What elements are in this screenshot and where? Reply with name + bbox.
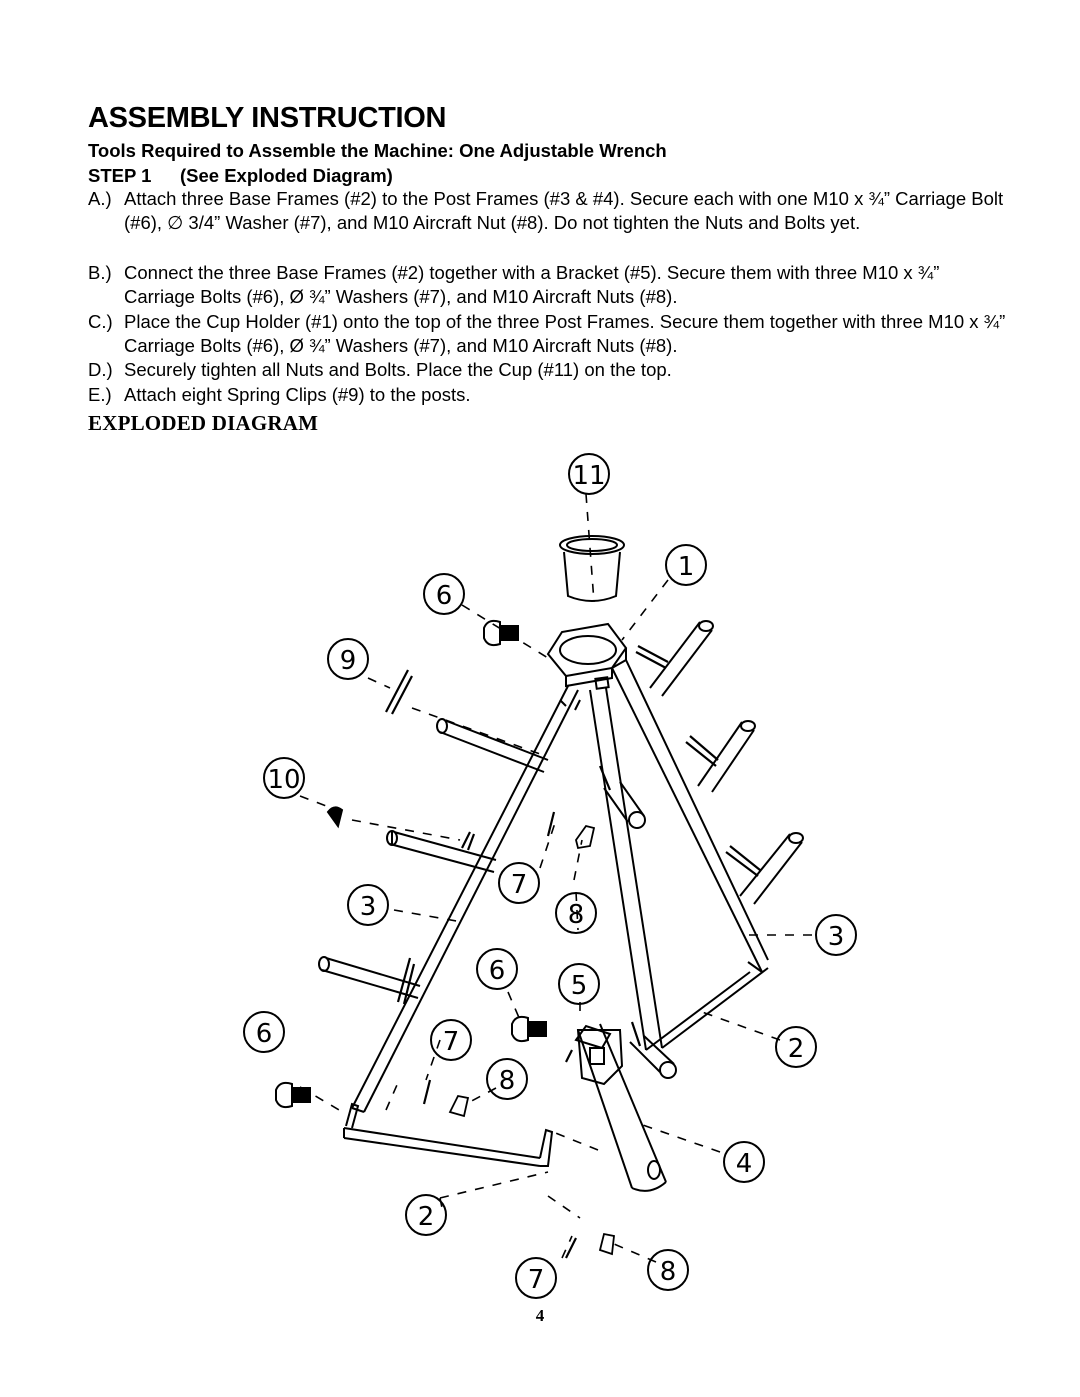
- bracket-part: [574, 1024, 612, 1050]
- callout-8: 8: [660, 1257, 677, 1287]
- callout-11: 11: [572, 461, 605, 491]
- carriage-bolts: [275, 619, 547, 1109]
- step-label: STEP 1: [88, 165, 152, 186]
- instruction-text: Attach three Base Frames (#2) to the Pos…: [124, 188, 1004, 234]
- page-title: ASSEMBLY INSTRUCTION: [88, 102, 447, 134]
- callout-8: 8: [568, 900, 585, 930]
- instruction-c: C.) Place the Cup Holder (#1) onto the t…: [88, 310, 1008, 359]
- callout-6: 6: [256, 1019, 273, 1049]
- instruction-text: Connect the three Base Frames (#2) toget…: [124, 262, 940, 308]
- callout-6: 6: [436, 581, 453, 611]
- step-heading: STEP 1 (See Exploded Diagram): [88, 165, 393, 187]
- post-frame-front: [576, 1023, 667, 1192]
- tools-required-line: Tools Required to Assemble the Machine: …: [88, 140, 667, 161]
- post-frame-left: [351, 685, 581, 1113]
- step-title: (See Exploded Diagram): [180, 165, 393, 186]
- diagram-heading: EXPLODED DIAGRAM: [88, 411, 319, 435]
- callout-7: 7: [443, 1027, 460, 1057]
- cup-part: [559, 535, 625, 602]
- instruction-text: Securely tighten all Nuts and Bolts. Pla…: [124, 359, 672, 380]
- instruction-label: E.): [88, 384, 112, 405]
- callout-6: 6: [489, 956, 506, 986]
- callout-3: 3: [360, 892, 377, 922]
- instruction-text: Place the Cup Holder (#1) onto the top o…: [124, 311, 1006, 357]
- callout-10: 10: [267, 765, 300, 795]
- instruction-label: C.): [88, 311, 113, 332]
- callout-2: 2: [418, 1202, 435, 1232]
- base-frame-bottom: [343, 1102, 554, 1167]
- callout-7: 7: [511, 870, 528, 900]
- instruction-a: A.) Attach three Base Frames (#2) to the…: [88, 187, 1008, 236]
- callout-1: 1: [678, 552, 695, 582]
- callout-8: 8: [499, 1066, 516, 1096]
- cup-holder-part: [546, 622, 628, 690]
- instruction-b: B.) Connect the three Base Frames (#2) t…: [88, 261, 1008, 310]
- leader-lines: [299, 493, 812, 1263]
- callout-9: 9: [340, 646, 357, 676]
- instruction-label: B.): [88, 262, 112, 283]
- callout-4: 4: [736, 1149, 753, 1179]
- callout-3: 3: [828, 922, 845, 952]
- page-number: 4: [535, 1306, 545, 1325]
- callout-7: 7: [528, 1265, 545, 1295]
- aircraft-nuts: [448, 824, 615, 1256]
- washers: [422, 811, 577, 1259]
- instruction-d: D.) Securely tighten all Nuts and Bolts.…: [88, 358, 1008, 382]
- post-frame-right: [589, 659, 769, 1051]
- instruction-label: D.): [88, 359, 113, 380]
- weight-posts: [318, 620, 804, 1079]
- callout-circles: [243, 453, 857, 1299]
- instruction-e: E.) Attach eight Spring Clips (#9) to th…: [88, 383, 1008, 407]
- instruction-label: A.): [88, 188, 112, 209]
- callout-numbers: 11 1 6 9 10 3 7 8 3 6 5 2 6 7 8 4 2 7 8: [256, 461, 845, 1295]
- callout-2: 2: [788, 1034, 805, 1064]
- spring-clips: [385, 645, 761, 1047]
- instruction-text: Attach eight Spring Clips (#9) to the po…: [124, 384, 471, 405]
- callout-5: 5: [571, 971, 588, 1001]
